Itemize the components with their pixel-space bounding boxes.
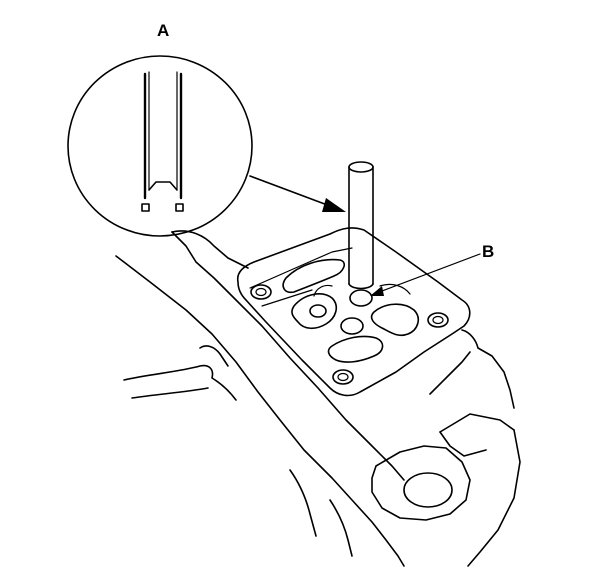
separator-plate bbox=[236, 227, 471, 397]
callout-b-leader bbox=[370, 253, 481, 296]
housing-casting bbox=[115, 230, 521, 567]
item-b-hole bbox=[349, 289, 373, 307]
detail-arrow bbox=[249, 175, 346, 212]
installer-pin bbox=[348, 161, 374, 290]
callout-label-b: B bbox=[482, 242, 495, 261]
plate-passages bbox=[282, 258, 420, 363]
plate-bolt-holes bbox=[250, 284, 449, 385]
callout-label-a: A bbox=[157, 21, 170, 40]
detail-circle bbox=[67, 55, 253, 237]
